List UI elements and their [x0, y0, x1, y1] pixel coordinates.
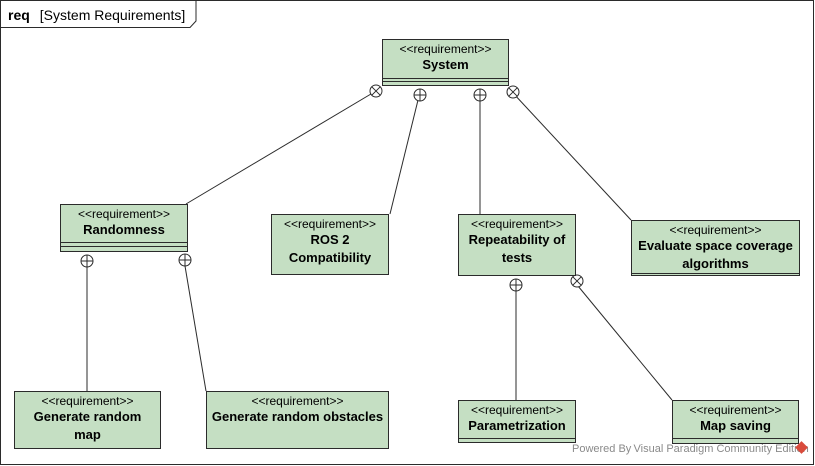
stereotype-label: <<requirement>> — [470, 217, 564, 231]
requirement-ros2-compatibility[interactable]: <<requirement>> ROS 2 Compatibility — [271, 214, 389, 275]
watermark: Powered By Visual Paradigm Community Edi… — [572, 443, 809, 455]
requirement-name: Generate random obstacles — [211, 409, 384, 424]
requirement-name: ROS 2 Compatibility — [288, 232, 372, 265]
frame-title: [System Requirements] — [39, 7, 186, 23]
compartment-divider — [61, 242, 187, 243]
compartment-divider — [383, 78, 508, 79]
requirement-parametrization[interactable]: <<requirement>> Parametrization — [458, 400, 576, 443]
relation-system-ros2 — [389, 95, 420, 215]
requirement-generate-random-map[interactable]: <<requirement>> Generate random map — [14, 391, 161, 449]
containment-marker-randomness-random-map — [80, 254, 94, 268]
stereotype-label: <<requirement>> — [399, 42, 492, 56]
compartment-divider — [632, 273, 799, 274]
requirement-map-saving[interactable]: <<requirement>> Map saving — [672, 400, 799, 444]
stereotype-label: <<requirement>> — [283, 217, 377, 231]
containment-marker-system-ros2 — [413, 88, 427, 102]
requirement-system[interactable]: <<requirement>> System — [382, 39, 509, 86]
stereotype-label: <<requirement>> — [41, 394, 134, 408]
stereotype-label: <<requirement>> — [77, 207, 171, 221]
requirement-evaluate-space-coverage[interactable]: <<requirement>> Evaluate space coverage … — [631, 220, 800, 276]
stereotype-label: <<requirement>> — [251, 394, 344, 408]
containment-marker-system-randomness — [369, 84, 383, 98]
requirement-repeatability-of-tests[interactable]: <<requirement>> Repeatability of tests — [458, 214, 576, 276]
stereotype-label: <<requirement>> — [689, 403, 782, 417]
requirement-name: Parametrization — [468, 418, 566, 433]
relation-repeatability-map-saving — [577, 285, 673, 401]
relation-randomness-random-obstacles — [184, 265, 207, 392]
stereotype-label: <<requirement>> — [470, 403, 564, 417]
requirement-name: Evaluate space coverage algorithms — [638, 238, 793, 271]
compartment-divider — [673, 438, 798, 439]
containment-marker-system-repeatability — [473, 88, 487, 102]
frame-tab: req [System Requirements] — [8, 6, 185, 24]
requirement-name: Generate random map — [33, 409, 142, 442]
relation-system-randomness — [185, 90, 377, 205]
containment-marker-system-evaluate — [506, 85, 520, 99]
containment-marker-repeatability-map-saving — [570, 274, 584, 288]
stereotype-label: <<requirement>> — [669, 223, 762, 237]
requirement-generate-random-obstacles[interactable]: <<requirement>> Generate random obstacle… — [206, 391, 389, 449]
frame-keyword: req — [8, 7, 30, 23]
requirement-randomness[interactable]: <<requirement>> Randomness — [60, 204, 188, 252]
frame-tab-border — [0, 0, 197, 28]
requirement-name: Repeatability of tests — [468, 232, 566, 265]
compartment-divider — [61, 246, 187, 247]
requirement-name: System — [422, 57, 469, 72]
compartment-divider — [459, 438, 575, 439]
requirement-name: Randomness — [83, 222, 165, 237]
relation-system-evaluate — [512, 92, 632, 221]
containment-marker-repeatability-parametrization — [509, 278, 523, 292]
requirement-name: Map saving — [700, 418, 771, 433]
containment-marker-randomness-random-obstacles — [178, 253, 192, 267]
compartment-divider — [383, 81, 508, 82]
